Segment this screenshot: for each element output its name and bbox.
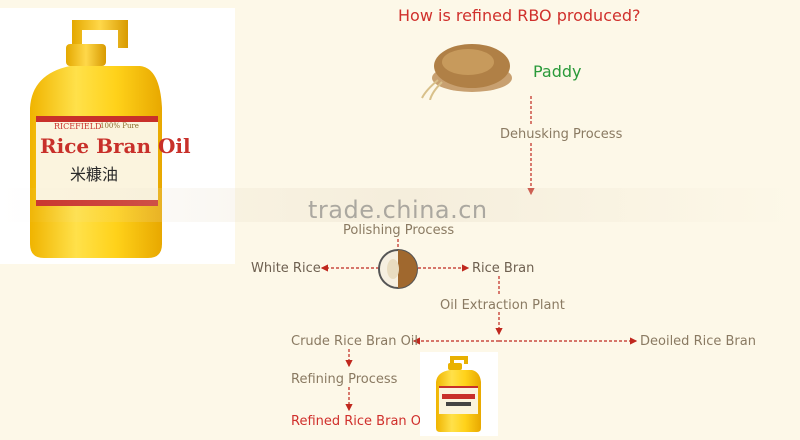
node-paddy: Paddy — [533, 62, 582, 81]
small-product-photo — [420, 352, 498, 436]
node-polishing: Polishing Process — [343, 223, 455, 238]
rice-grain-bowl-icon — [421, 44, 512, 100]
node-oil-extraction: Oil Extraction Plant — [440, 298, 565, 313]
oil-bottle-icon — [30, 20, 162, 258]
product-chinese-name: 米糠油 — [70, 165, 119, 184]
product-tag: 100% Pure — [100, 122, 139, 130]
product-brand: RICEFIELD — [54, 122, 102, 131]
watermark: trade.china.cn — [308, 196, 488, 224]
product-photo: RICEFIELD 100% Pure Rice Bran Oil 米糠油 — [0, 8, 235, 264]
node-refining: Refining Process — [291, 372, 398, 387]
node-crude-oil: Crude Rice Bran Oil — [291, 334, 419, 349]
rice-cross-section-icon — [378, 249, 418, 289]
node-refined-oil: Refined Rice Bran Oil — [291, 414, 429, 429]
oil-bottle-icon — [436, 356, 481, 432]
node-deoiled-bran: Deoiled Rice Bran — [640, 334, 756, 349]
node-white-rice: White Rice — [251, 261, 321, 276]
faded-strip — [0, 188, 800, 222]
product-name: Rice Bran Oil — [40, 134, 191, 158]
node-dehusking: Dehusking Process — [500, 127, 623, 142]
node-rice-bran: Rice Bran — [472, 261, 535, 276]
diagram-title: How is refined RBO produced? — [398, 6, 641, 25]
